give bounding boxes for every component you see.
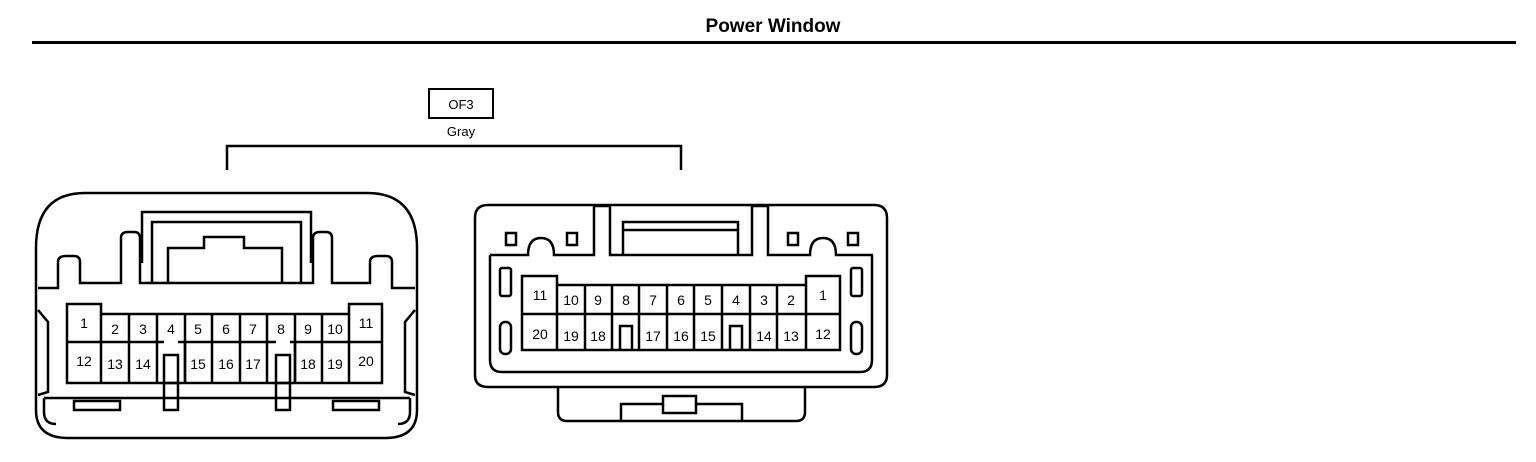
male-pin: 17: [645, 328, 661, 344]
female-pin: 15: [190, 356, 206, 372]
female-pin: 2: [111, 321, 119, 337]
female-pin: 12: [76, 353, 92, 369]
male-pin: 1: [819, 287, 827, 303]
female-pin: 6: [222, 321, 230, 337]
female-pin: 4: [167, 321, 175, 337]
diagram-title: Power Window: [705, 16, 841, 37]
female-connector-body: [34, 191, 419, 440]
female-pin: 7: [249, 321, 257, 337]
male-pin: 14: [756, 328, 772, 344]
male-pin: 18: [590, 328, 606, 344]
male-pin: 13: [783, 328, 799, 344]
male-pin: 15: [700, 328, 716, 344]
male-pin: 4: [732, 292, 740, 308]
female-pin: 9: [304, 321, 312, 337]
male-pin: 2: [787, 292, 795, 308]
female-pin: 19: [327, 356, 343, 372]
female-pin: 1: [80, 315, 88, 331]
female-pin: 17: [245, 356, 261, 372]
female-pin: 3: [139, 321, 147, 337]
female-pin: 10: [327, 321, 343, 337]
male-pin: 6: [677, 292, 685, 308]
female-pin: 11: [359, 315, 374, 331]
male-pin: 20: [532, 326, 548, 342]
male-pin: 9: [594, 292, 602, 308]
connector-color: Gray: [447, 124, 476, 139]
male-pin: 11: [533, 287, 548, 303]
female-pin: 16: [218, 356, 234, 372]
female-pin: 5: [194, 321, 202, 337]
male-pin: 7: [649, 292, 657, 308]
male-pin: 12: [815, 326, 831, 342]
connector-code: OF3: [448, 97, 473, 112]
female-pin: 13: [107, 356, 123, 372]
male-pin: 19: [563, 328, 579, 344]
title-rule: [32, 41, 1516, 44]
connector-code-box: [428, 88, 494, 119]
female-pin-labels: 1 2 3 4 5 6 7 8 9 10 11 12 13 14 15 16 1…: [76, 315, 374, 372]
male-pin: 10: [563, 292, 579, 308]
connector-bracket: [225, 144, 683, 170]
male-connector-body: [473, 203, 889, 423]
male-pin: 16: [673, 328, 689, 344]
female-pin: 20: [358, 353, 374, 369]
female-pin: 18: [300, 356, 316, 372]
female-pin: 8: [277, 321, 285, 337]
male-pin: 3: [760, 292, 768, 308]
male-pin: 8: [622, 292, 630, 308]
male-pin-labels: 11 10 9 8 7 6 5 4 3 2 1 20 19 18 17 16 1…: [532, 287, 831, 344]
female-pin: 14: [135, 356, 151, 372]
male-pin: 5: [704, 292, 712, 308]
